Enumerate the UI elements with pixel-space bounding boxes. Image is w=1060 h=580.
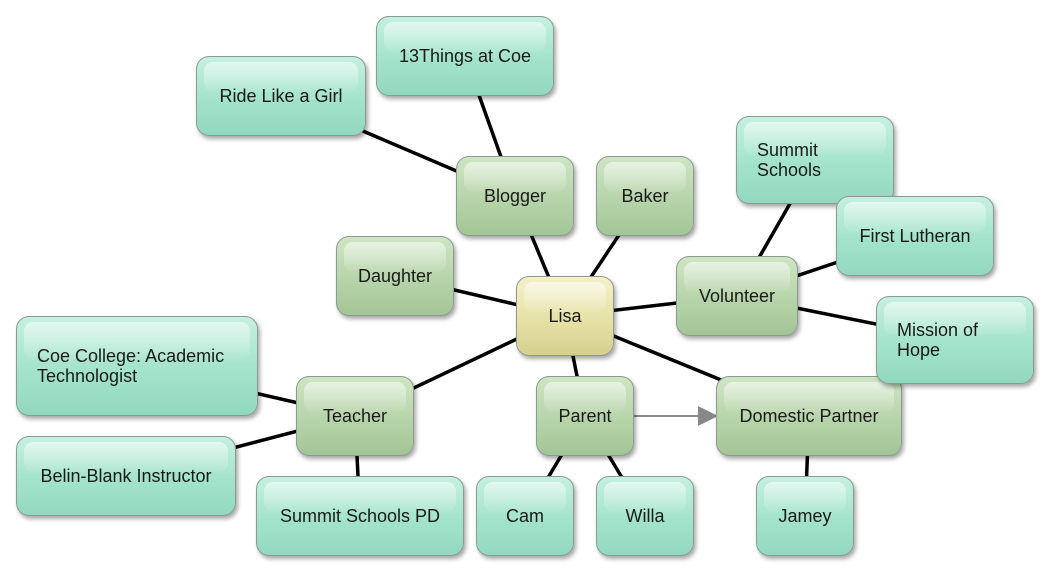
- node-cam[interactable]: Cam: [476, 476, 574, 556]
- node-lisa[interactable]: Lisa: [516, 276, 614, 356]
- node-label: Daughter: [357, 266, 433, 286]
- node-label: Ride Like a Girl: [219, 86, 343, 106]
- node-parent[interactable]: Parent: [536, 376, 634, 456]
- node-willa[interactable]: Willa: [596, 476, 694, 556]
- node-label: Cam: [505, 506, 544, 526]
- node-label: Parent: [558, 406, 612, 426]
- node-belin-blank-instructor[interactable]: Belin-Blank Instructor: [16, 436, 236, 516]
- node-label: Mission of Hope: [897, 320, 979, 360]
- node-label: Domestic Partner: [739, 406, 879, 426]
- node-first-lutheran[interactable]: First Lutheran: [836, 196, 994, 276]
- node-label: Volunteer: [698, 286, 776, 306]
- node-ride-like-a-girl[interactable]: Ride Like a Girl: [196, 56, 366, 136]
- node-volunteer[interactable]: Volunteer: [676, 256, 798, 336]
- node-label: Lisa: [548, 306, 582, 326]
- node-mission-of-hope[interactable]: Mission of Hope: [876, 296, 1034, 384]
- node-label: Teacher: [322, 406, 388, 426]
- node-label: Summit Schools: [757, 140, 822, 180]
- node-label: Coe College: Academic Technologist: [37, 346, 225, 386]
- node-blogger[interactable]: Blogger: [456, 156, 574, 236]
- node-label: Summit Schools PD: [279, 506, 441, 526]
- node-domestic-partner[interactable]: Domestic Partner: [716, 376, 902, 456]
- node-summit-schools-pd[interactable]: Summit Schools PD: [256, 476, 464, 556]
- node-label: Belin-Blank Instructor: [40, 466, 212, 486]
- node-label: Willa: [625, 506, 665, 526]
- node-baker[interactable]: Baker: [596, 156, 694, 236]
- node-label: First Lutheran: [859, 226, 971, 246]
- node-coe-college[interactable]: Coe College: Academic Technologist: [16, 316, 258, 416]
- node-jamey[interactable]: Jamey: [756, 476, 854, 556]
- node-label: 13Things at Coe: [398, 46, 532, 66]
- node-13things-at-coe[interactable]: 13Things at Coe: [376, 16, 554, 96]
- node-daughter[interactable]: Daughter: [336, 236, 454, 316]
- node-label: Baker: [621, 186, 669, 206]
- node-label: Blogger: [483, 186, 547, 206]
- node-summit-schools[interactable]: Summit Schools: [736, 116, 894, 204]
- node-teacher[interactable]: Teacher: [296, 376, 414, 456]
- node-label: Jamey: [778, 506, 832, 526]
